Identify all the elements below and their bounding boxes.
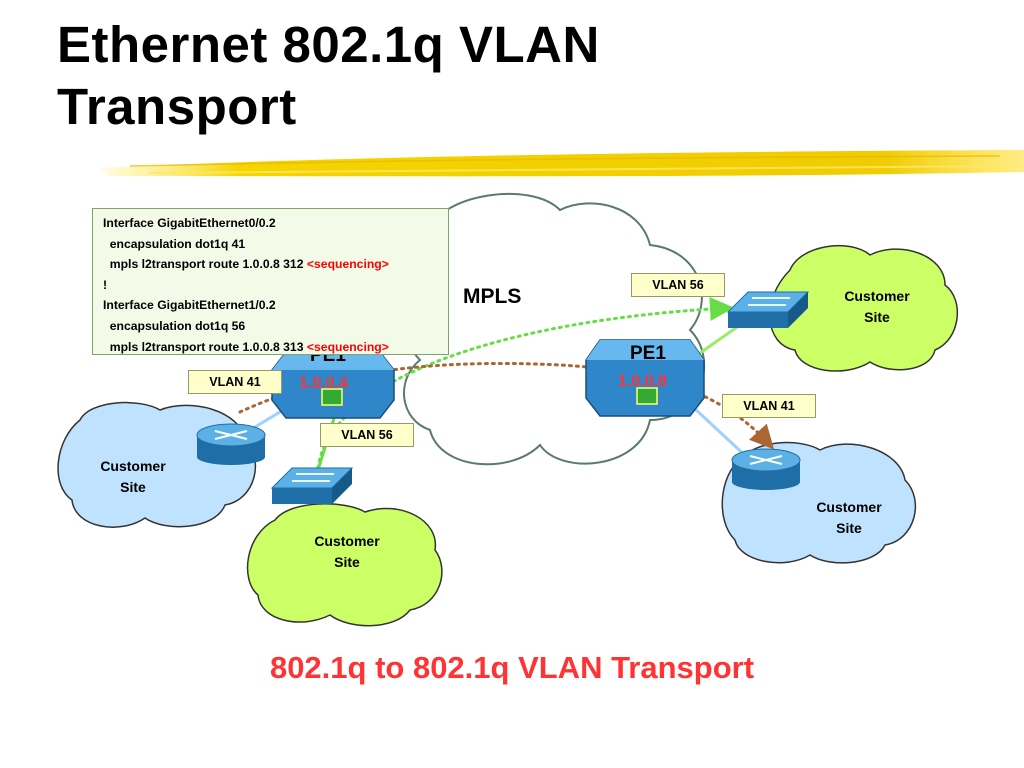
pe-router-right (585, 339, 705, 417)
vlan-41-tag-right: VLAN 41 (722, 394, 816, 418)
config-box: Interface GigabitEthernet0/0.2 encapsula… (92, 208, 449, 355)
pe-left-ip: 1.0.0.4 (299, 375, 348, 392)
mpls-cloud-label: MPLS (463, 285, 522, 308)
pe-right-ip: 1.0.0.8 (618, 373, 667, 390)
customer-router-bottom-right-icon (731, 448, 801, 490)
sequencing-keyword: <sequencing> (306, 257, 389, 272)
switch-bottom-left-icon (270, 467, 354, 504)
config-line-2: encapsulation dot1q 41 (103, 236, 246, 251)
title-line-2: Transport (57, 78, 297, 136)
pe-right-name: PE1 (630, 343, 666, 364)
brush-stroke-decoration (100, 150, 1024, 177)
config-line-6: encapsulation dot1q 56 (103, 318, 246, 333)
vlan-56-tag-right: VLAN 56 (631, 273, 725, 297)
config-line-5: Interface GigabitEthernet1/0.2 (103, 298, 276, 313)
config-line-4: ! (103, 277, 108, 292)
vlan-41-tag-left: VLAN 41 (188, 370, 282, 394)
customer-site-cloud-top-right (769, 244, 959, 372)
sequencing-keyword: <sequencing> (306, 339, 389, 354)
slide-title: Ethernet 802.1q VLAN Transport (57, 14, 600, 138)
customer-router-left-icon (196, 423, 266, 465)
config-line-7: mpls l2transport route 1.0.0.8 313 <sequ… (103, 339, 389, 354)
config-line-1: Interface GigabitEthernet0/0.2 (103, 216, 276, 230)
slide-caption: 802.1q to 802.1q VLAN Transport (269, 650, 755, 685)
vlan-56-tag-left: VLAN 56 (320, 423, 414, 447)
switch-top-right-icon (726, 291, 810, 328)
title-line-1: Ethernet 802.1q VLAN (57, 16, 600, 73)
config-line-3: mpls l2transport route 1.0.0.8 312 <sequ… (103, 257, 389, 272)
pe-router-left (271, 351, 395, 419)
customer-site-cloud-bottom-left (246, 503, 443, 627)
